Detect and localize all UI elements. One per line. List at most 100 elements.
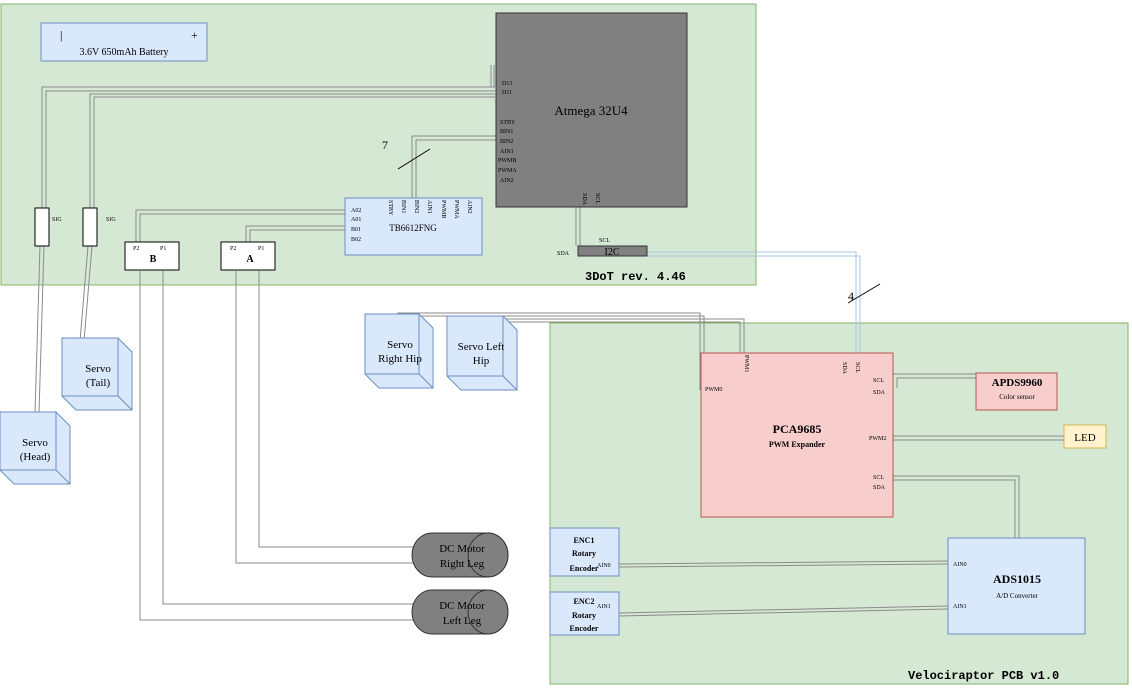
tb6612-pin-b01: B01: [351, 227, 361, 233]
servo-right-hip-line2: Right Hip: [378, 353, 422, 365]
servo-left-hip-line1: Servo Left: [458, 341, 505, 353]
tb6612-title: TB6612FNG: [389, 223, 437, 233]
enc2-title: ENC2: [574, 597, 595, 606]
enc2-line2: Rotary: [572, 611, 596, 620]
tb6612-pin-b02: B02: [351, 237, 361, 243]
atmega-chip: Atmega 32U4 D13 D11 STBY BIN1 BIN2 AIN1 …: [495, 12, 688, 208]
ads-subtitle: A/D Converter: [996, 592, 1038, 600]
connector-b-p1: P1: [160, 246, 166, 252]
enc2-line3: Encoder: [570, 624, 599, 633]
connector-a-title: A: [246, 254, 254, 265]
atmega-title: Atmega 32U4: [554, 103, 628, 118]
connector-b-title: B: [150, 254, 157, 265]
servo-tail-line1: Servo: [85, 363, 111, 375]
bus-count-4: 4: [848, 289, 854, 303]
atmega-pin-sda: SDA: [581, 193, 587, 206]
sig-label-head: SIG: [52, 217, 62, 223]
i2c-connector: I2C SCL SDA: [557, 238, 648, 258]
sig-header-tail: SIG: [82, 207, 116, 247]
motor-right-line1: DC Motor: [439, 543, 485, 555]
encoder-1: ENC1 Rotary Encoder AIN0: [549, 527, 620, 577]
motor-left-line1: DC Motor: [439, 600, 485, 612]
pca-pin-scl-ads: SCL: [873, 475, 884, 481]
atmega-pin-ain2: AIN2: [500, 178, 514, 184]
ads1015-adc: ADS1015 A/D Converter AIN0 AIN1: [947, 537, 1086, 635]
connector-b-p2: P2: [133, 246, 139, 252]
connector-b: P2 P1 B: [124, 241, 180, 271]
tb6612-pin-ain2: AIN2: [466, 200, 472, 214]
ads-pin-ain1: AIN1: [953, 604, 967, 610]
motor-right-line2: Right Leg: [440, 558, 485, 570]
pca-pin-pwm0: PWM0: [705, 387, 722, 393]
pca-pin-scl-apds: SCL: [873, 378, 884, 384]
servo-right-hip: Servo Right Hip: [364, 313, 434, 389]
servo-head-line1: Servo: [22, 437, 48, 449]
servo-tail: Servo (Tail): [61, 337, 133, 411]
servo-right-hip-line1: Servo: [387, 339, 413, 351]
board-3dot-label: 3DoT rev. 4.46: [585, 270, 686, 284]
battery-plus: +: [191, 28, 198, 42]
tb6612-pin-bin2: BIN2: [413, 200, 419, 213]
tb6612-pin-ain1: AIN1: [426, 200, 432, 214]
connector-a: P2 P1 A: [220, 241, 276, 271]
servo-head: Servo (Head): [0, 411, 71, 485]
motor-left-line2: Left Leg: [443, 615, 482, 627]
atmega-pin-d11: D11: [502, 90, 512, 96]
connector-a-p1: P1: [258, 246, 264, 252]
servo-head-line2: (Head): [20, 451, 51, 463]
tb6612-driver: TB6612FNG A02 A01 B01 B02 STBY BIN1 BIN2…: [344, 197, 483, 256]
pca-pin-sda-ads: SDA: [873, 485, 886, 491]
pca-pin-pwm2: PWM2: [869, 436, 886, 442]
pca-title: PCA9685: [773, 422, 822, 436]
encoder-2: ENC2 Rotary Encoder AIN1: [549, 591, 620, 636]
sig-header-head: SIG: [34, 207, 62, 247]
pca-pin-pwm1: PWM1: [743, 355, 749, 372]
atmega-pin-pwma: PWMA: [498, 168, 517, 174]
i2c-pin-sda: SDA: [557, 251, 570, 257]
motor-right-leg: DC Motor Right Leg: [411, 532, 509, 578]
atmega-pin-scl: SCL: [594, 193, 600, 204]
tb6612-pin-a02: A02: [351, 208, 361, 214]
atmega-pin-pwmb: PWMB: [498, 158, 516, 164]
battery-label: 3.6V 650mAh Battery: [80, 47, 169, 58]
ads-pin-ain0: AIN0: [953, 562, 967, 568]
connector-a-p2: P2: [230, 246, 236, 252]
motor-left-leg: DC Motor Left Leg: [411, 589, 509, 635]
tb6612-pin-bin1: BIN1: [400, 200, 406, 213]
tb6612-pin-stby: STBY: [387, 200, 393, 216]
led: LED: [1063, 424, 1107, 449]
wires-i2c: [647, 251, 861, 353]
pca-pin-sda-apds: SDA: [873, 390, 886, 396]
enc1-line2: Rotary: [572, 549, 596, 558]
bus-slash-4: [847, 283, 881, 304]
atmega-pin-bin2: BIN2: [500, 139, 513, 145]
enc2-pin: AIN1: [597, 604, 611, 610]
tb6612-pin-pwma: PWMA: [453, 200, 459, 219]
i2c-title: I2C: [605, 247, 620, 258]
atmega-pin-bin1: BIN1: [500, 129, 513, 135]
enc1-line3: Encoder: [570, 564, 599, 573]
pca-pin-scl-top: SCL: [854, 362, 860, 373]
servo-tail-line2: (Tail): [86, 377, 111, 389]
led-title: LED: [1074, 432, 1095, 444]
battery: | + 3.6V 650mAh Battery: [40, 22, 208, 62]
apds9960-sensor: APDS9960 Color sensor: [975, 372, 1058, 411]
pca-pin-sda-top: SDA: [841, 362, 847, 375]
bus-count-7: 7: [382, 138, 388, 152]
pca-subtitle: PWM Expander: [769, 440, 826, 449]
atmega-pin-stby: STBY: [500, 120, 516, 126]
pca9685-chip: PCA9685 PWM Expander PWM0 PWM1 SDA SCL S…: [700, 352, 894, 518]
servo-left-hip: Servo Left Hip: [446, 315, 518, 391]
atmega-pin-d13: D13: [502, 81, 512, 87]
enc1-pin: AIN0: [597, 563, 611, 569]
apds-title: APDS9960: [992, 377, 1043, 389]
ads-title: ADS1015: [993, 572, 1041, 586]
tb6612-pin-a01: A01: [351, 217, 361, 223]
apds-subtitle: Color sensor: [999, 393, 1035, 401]
battery-minus: |: [60, 28, 62, 42]
bus-slash-7: [397, 148, 431, 170]
board-velociraptor-label: Velociraptor PCB v1.0: [908, 669, 1059, 683]
atmega-pin-ain1: AIN1: [500, 149, 514, 155]
enc1-title: ENC1: [574, 536, 595, 545]
